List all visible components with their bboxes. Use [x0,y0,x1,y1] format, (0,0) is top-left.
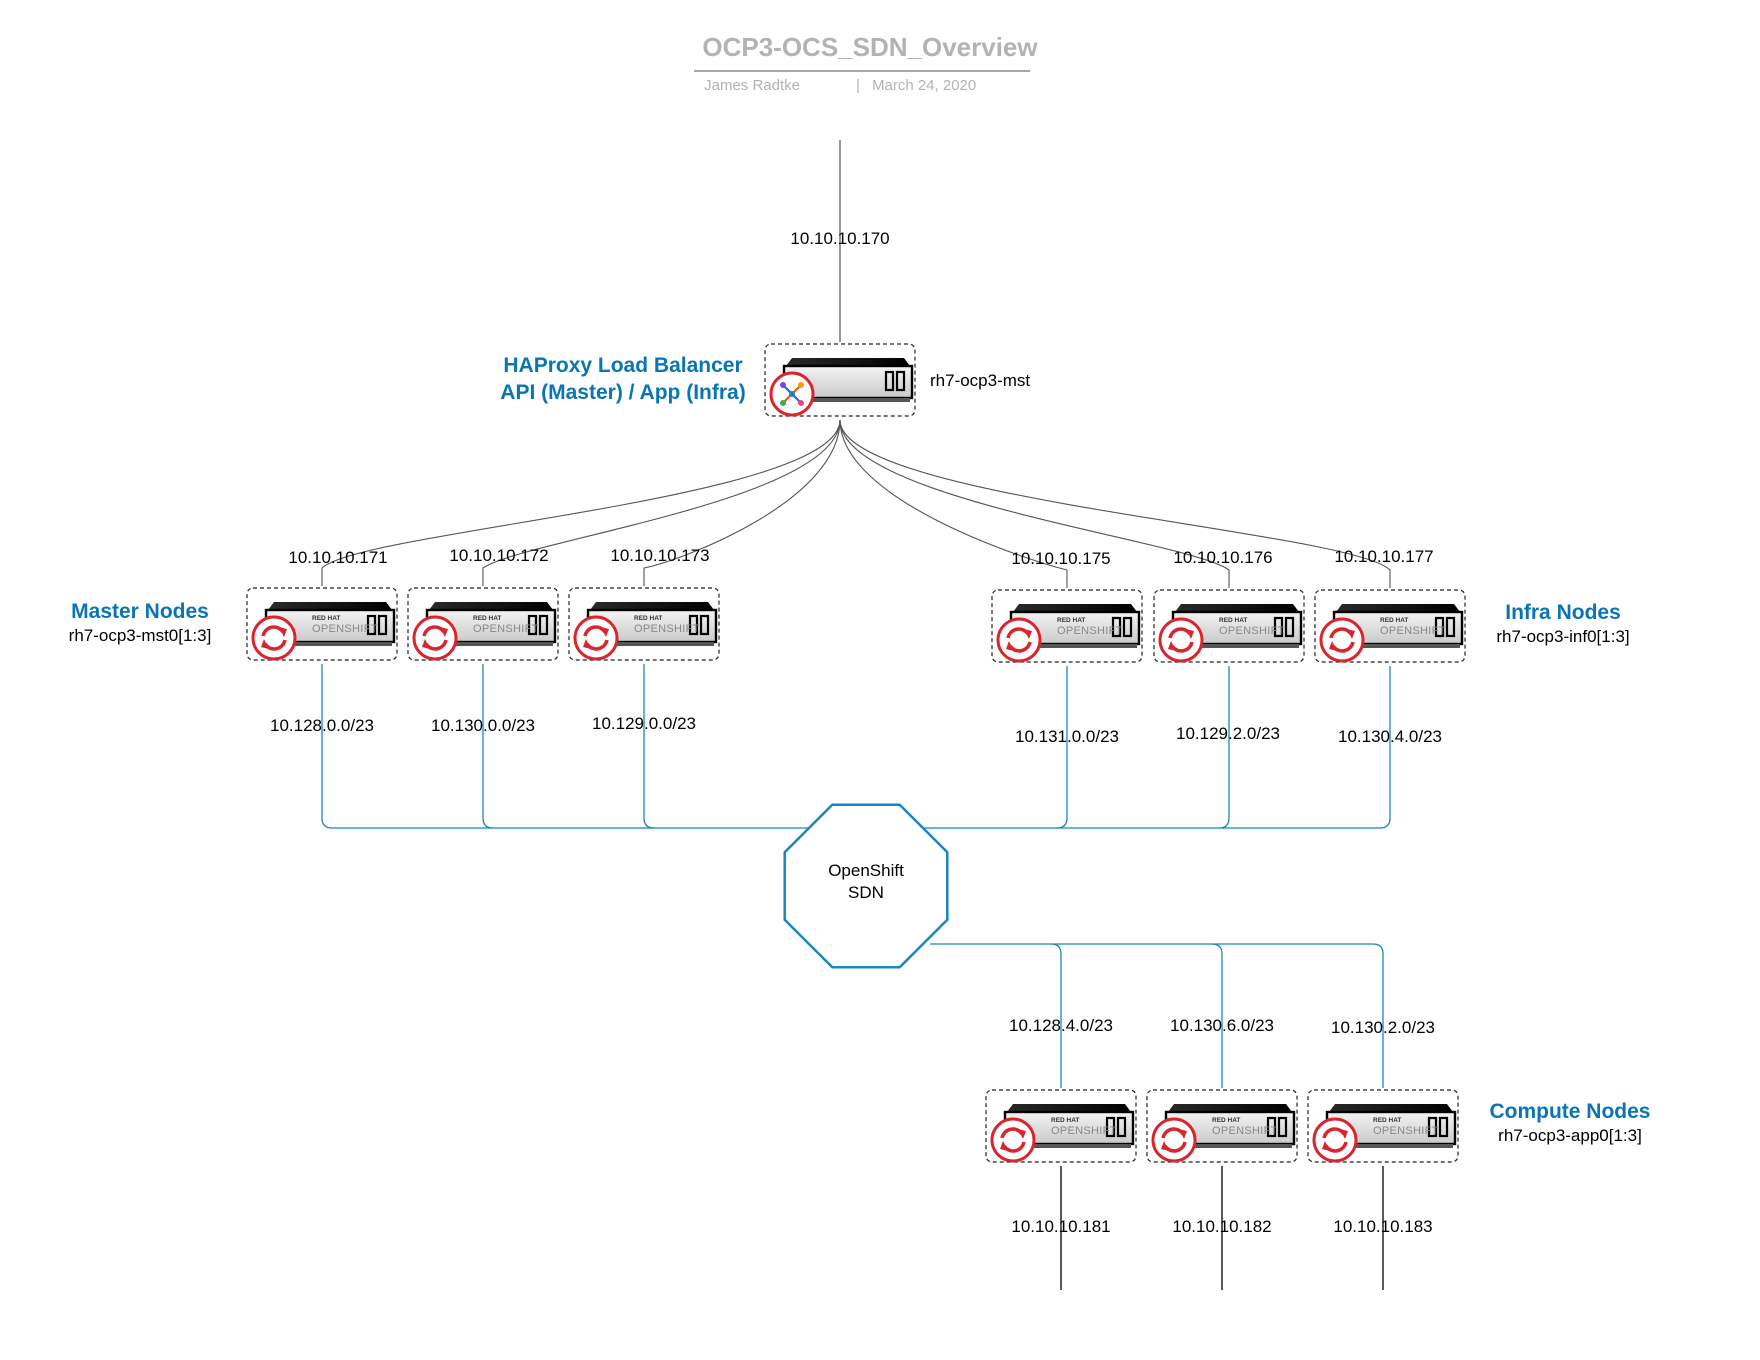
brand-line1: RED HAT [1380,617,1408,624]
brand-line2: OPENSHIFT [473,623,539,635]
sdn-drop-line [1056,666,1068,829]
sdn-compute-drop [1050,943,1062,1088]
master-node-subnet: 10.128.0.0/23 [270,716,374,735]
sdn-label-line2: SDN [848,883,884,902]
infra-node-subnet: 10.131.0.0/23 [1015,727,1119,746]
sdn-octagon-shape [783,803,949,969]
group-captions: Master Nodes rh7-ocp3-mst0[1:3] Infra No… [69,600,1651,1145]
infra-group-hosts: rh7-ocp3-inf0[1:3] [1496,627,1629,646]
brand-line1: RED HAT [1219,617,1247,624]
brand-line2: OPENSHIFT [1373,1125,1439,1137]
brand-line1: RED HAT [1212,1117,1240,1124]
sdn-drop-line [1379,666,1391,829]
sdn-drop-line [1218,666,1230,829]
compute-node-subnet: 10.128.4.0/23 [1009,1016,1113,1035]
sdn-compute-drop [1211,943,1223,1088]
sdn-drop-line [321,664,333,829]
infra-node-ip: 10.10.10.176 [1173,548,1272,567]
master-node-ip: 10.10.10.171 [288,548,387,567]
infra-node-subnet: 10.129.2.0/23 [1176,724,1280,743]
master-node-ip: 10.10.10.172 [449,546,548,565]
load-balancer-server[interactable] [764,343,916,417]
diagram-date: March 24, 2020 [872,77,976,94]
sdn-compute-drop [1372,943,1384,1088]
compute-node-subnet: 10.130.6.0/23 [1170,1016,1274,1035]
lb-link-infra [839,419,1068,588]
brand-line2: OPENSHIFT [1057,625,1123,637]
sdn-label-line1: OpenShift [828,861,904,880]
master-node-subnet: 10.130.0.0/23 [431,716,535,735]
infra-node-ip: 10.10.10.177 [1334,547,1433,566]
brand-line2: OPENSHIFT [1380,625,1446,637]
infra-group-title: Infra Nodes [1505,601,1621,624]
haproxy-server-icon [769,358,914,417]
lb-title-line1: HAProxy Load Balancer [503,354,742,377]
connection-lines [321,140,1391,1290]
compute-node-ip: 10.10.10.183 [1333,1217,1432,1236]
brand-line1: RED HAT [312,615,340,622]
master-group-hosts: rh7-ocp3-mst0[1:3] [69,626,212,645]
compute-node-ip: 10.10.10.182 [1172,1217,1271,1236]
brand-line2: OPENSHIFT [1219,625,1285,637]
lb-link-master [482,419,841,586]
brand-line1: RED HAT [473,615,501,622]
master-group-title: Master Nodes [71,600,209,623]
subtitle-separator: | [856,77,860,94]
infra-node-subnet: 10.130.4.0/23 [1338,727,1442,746]
lb-link-infra [839,419,1230,588]
lb-title-line2: API (Master) / App (Infra) [500,381,745,404]
compute-node-subnet: 10.130.2.0/23 [1331,1018,1435,1037]
brand-line1: RED HAT [634,615,662,622]
compute-node-ip: 10.10.10.181 [1011,1217,1110,1236]
brand-line1: RED HAT [1051,1117,1079,1124]
lb-link-master [321,419,841,586]
lb-link-master [643,419,841,586]
connection-labels: 10.10.10.171 10.128.0.0/23 10.10.10.172 10.… [270,546,1442,1236]
brand-line2: OPENSHIFT [1051,1125,1117,1137]
compute-group-title: Compute Nodes [1489,1100,1650,1123]
infra-node-ip: 10.10.10.175 [1011,549,1110,568]
brand-line1: RED HAT [1057,617,1085,624]
master-node-ip: 10.10.10.173 [610,546,709,565]
lb-ip-label: 10.10.10.170 [790,229,889,248]
load-balancer-caption: HAProxy Load Balancer API (Master) / App… [500,229,1030,404]
lb-hostname: rh7-ocp3-mst [930,371,1030,390]
diagram-author: James Radtke [704,77,800,94]
brand-line2: OPENSHIFT [634,623,700,635]
sdn-drop-line [482,664,494,829]
lb-link-infra [839,419,1391,588]
brand-line2: OPENSHIFT [312,623,378,635]
title-block: OCP3-OCS_SDN_Overview James Radtke | Mar… [694,32,1038,94]
openshift-sdn-hub[interactable]: OpenShift SDN [783,803,949,969]
sdn-drop-line [643,664,655,829]
master-node-subnet: 10.129.0.0/23 [592,714,696,733]
brand-line2: OPENSHIFT [1212,1125,1278,1137]
diagram-title: OCP3-OCS_SDN_Overview [702,32,1038,62]
brand-line1: RED HAT [1373,1117,1401,1124]
compute-group-hosts: rh7-ocp3-app0[1:3] [1498,1126,1642,1145]
